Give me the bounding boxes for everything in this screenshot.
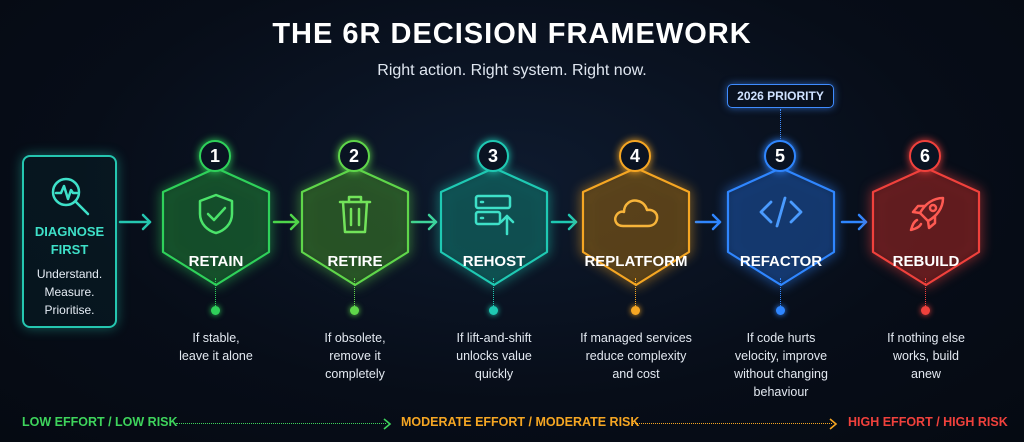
stage-shape xyxy=(161,166,271,287)
diagnose-title: DIAGNOSE FIRST xyxy=(24,223,115,259)
desc-line: If obsolete, xyxy=(324,331,386,345)
stage-shape xyxy=(439,166,549,287)
effort-arrow-icon xyxy=(382,417,392,435)
stage-number: 1 xyxy=(199,140,231,172)
diagnose-title-line: FIRST xyxy=(50,242,89,257)
code-icon xyxy=(758,192,804,237)
effort-high-label: HIGH EFFORT / HIGH RISK xyxy=(848,415,1008,429)
desc-line: and cost xyxy=(612,367,660,381)
desc-line: works, build xyxy=(893,349,959,363)
shield-check-icon xyxy=(195,192,237,241)
flow-arrow-icon xyxy=(118,212,154,237)
cloud-icon xyxy=(611,192,661,237)
stage-refactor: 5 REFACTOR xyxy=(722,140,840,315)
effort-line-moderate xyxy=(632,423,832,424)
stage-label: RETAIN xyxy=(188,253,244,270)
stage-rebuild: 6 REBUILD xyxy=(867,140,985,315)
desc-line: leave it alone xyxy=(179,349,253,363)
stage-shape xyxy=(726,166,836,287)
stage-dot xyxy=(489,306,498,315)
diagnose-desc-line: Measure. xyxy=(44,285,95,299)
stage-number: 3 xyxy=(477,140,509,172)
desc-line: without changing xyxy=(734,367,828,381)
flow-arrow-icon xyxy=(694,212,724,237)
stage-retain: 1 RETAIN xyxy=(157,140,275,315)
effort-low-label: LOW EFFORT / LOW RISK xyxy=(22,415,178,429)
stage-dot xyxy=(776,306,785,315)
priority-badge: 2026 PRIORITY xyxy=(727,84,834,108)
stage-label: REBUILD xyxy=(892,253,960,270)
stage-label: REFACTOR xyxy=(739,253,823,270)
desc-line: remove it xyxy=(329,349,381,363)
diagnose-desc-line: Understand. xyxy=(36,267,103,281)
stage-shape xyxy=(300,166,410,287)
diagnose-desc-line: Prioritise. xyxy=(44,303,95,317)
stage-dot xyxy=(350,306,359,315)
desc-line: quickly xyxy=(474,367,514,381)
desc-line: velocity, improve xyxy=(734,349,828,363)
stage-label: RETIRE xyxy=(327,253,383,270)
desc-line: reduce complexity xyxy=(585,349,687,363)
stage-dot xyxy=(211,306,220,315)
desc-line: If stable, xyxy=(192,331,240,345)
desc-line: anew xyxy=(911,367,941,381)
stage-stem xyxy=(493,278,494,308)
stage-number: 6 xyxy=(909,140,941,172)
page-subtitle: Right action. Right system. Right now. xyxy=(377,62,647,79)
stage-label: REPLATFORM xyxy=(584,253,688,270)
diagnose-description: Understand. Measure. Prioritise. xyxy=(24,265,115,319)
flow-arrow-icon xyxy=(272,212,302,237)
stage-number: 4 xyxy=(619,140,651,172)
stage-replatform: 4 REPLATFORM xyxy=(577,140,695,315)
effort-arrow-icon xyxy=(828,417,838,435)
rocket-icon xyxy=(905,192,949,241)
stage-number: 5 xyxy=(764,140,796,172)
stage-shape xyxy=(871,166,981,287)
desc-line: If code hurts xyxy=(746,331,816,345)
trash-icon xyxy=(334,192,376,241)
page-title: THE 6R DECISION FRAMEWORK xyxy=(272,18,752,50)
stage-dot xyxy=(631,306,640,315)
priority-connector xyxy=(780,109,781,141)
stage-description: If lift-and-shift unlocks value quickly xyxy=(424,329,564,383)
diagnose-first-box: DIAGNOSE FIRST Understand. Measure. Prio… xyxy=(22,155,117,328)
stage-label: REHOST xyxy=(462,253,526,270)
stage-rehost: 3 REHOST xyxy=(435,140,553,315)
desc-line: If nothing else xyxy=(887,331,965,345)
stage-stem xyxy=(215,278,216,308)
effort-line-low xyxy=(176,423,386,424)
server-upload-icon xyxy=(473,192,515,241)
desc-line: completely xyxy=(325,367,385,381)
stage-description: If obsolete, remove it completely xyxy=(285,329,425,383)
flow-arrow-icon xyxy=(410,212,440,237)
stage-description: If code hurts velocity, improve without … xyxy=(711,329,851,401)
diagnose-title-line: DIAGNOSE xyxy=(34,224,105,239)
stage-stem xyxy=(925,278,926,308)
flow-arrow-icon xyxy=(840,212,870,237)
desc-line: If lift-and-shift xyxy=(456,331,532,345)
desc-line: unlocks value xyxy=(456,349,532,363)
magnifier-pulse-icon xyxy=(48,174,92,223)
flow-arrow-icon xyxy=(550,212,580,237)
effort-moderate-label: MODERATE EFFORT / MODERATE RISK xyxy=(401,415,640,429)
stage-description: If stable, leave it alone xyxy=(146,329,286,365)
stage-dot xyxy=(921,306,930,315)
stage-stem xyxy=(780,278,781,308)
stage-retire: 2 RETIRE xyxy=(296,140,414,315)
stage-description: If nothing else works, build anew xyxy=(856,329,996,383)
stage-description: If managed services reduce complexity an… xyxy=(566,329,706,383)
stage-stem xyxy=(635,278,636,308)
stage-stem xyxy=(354,278,355,308)
desc-line: behaviour xyxy=(753,385,809,399)
stage-number: 2 xyxy=(338,140,370,172)
desc-line: If managed services xyxy=(580,331,692,345)
